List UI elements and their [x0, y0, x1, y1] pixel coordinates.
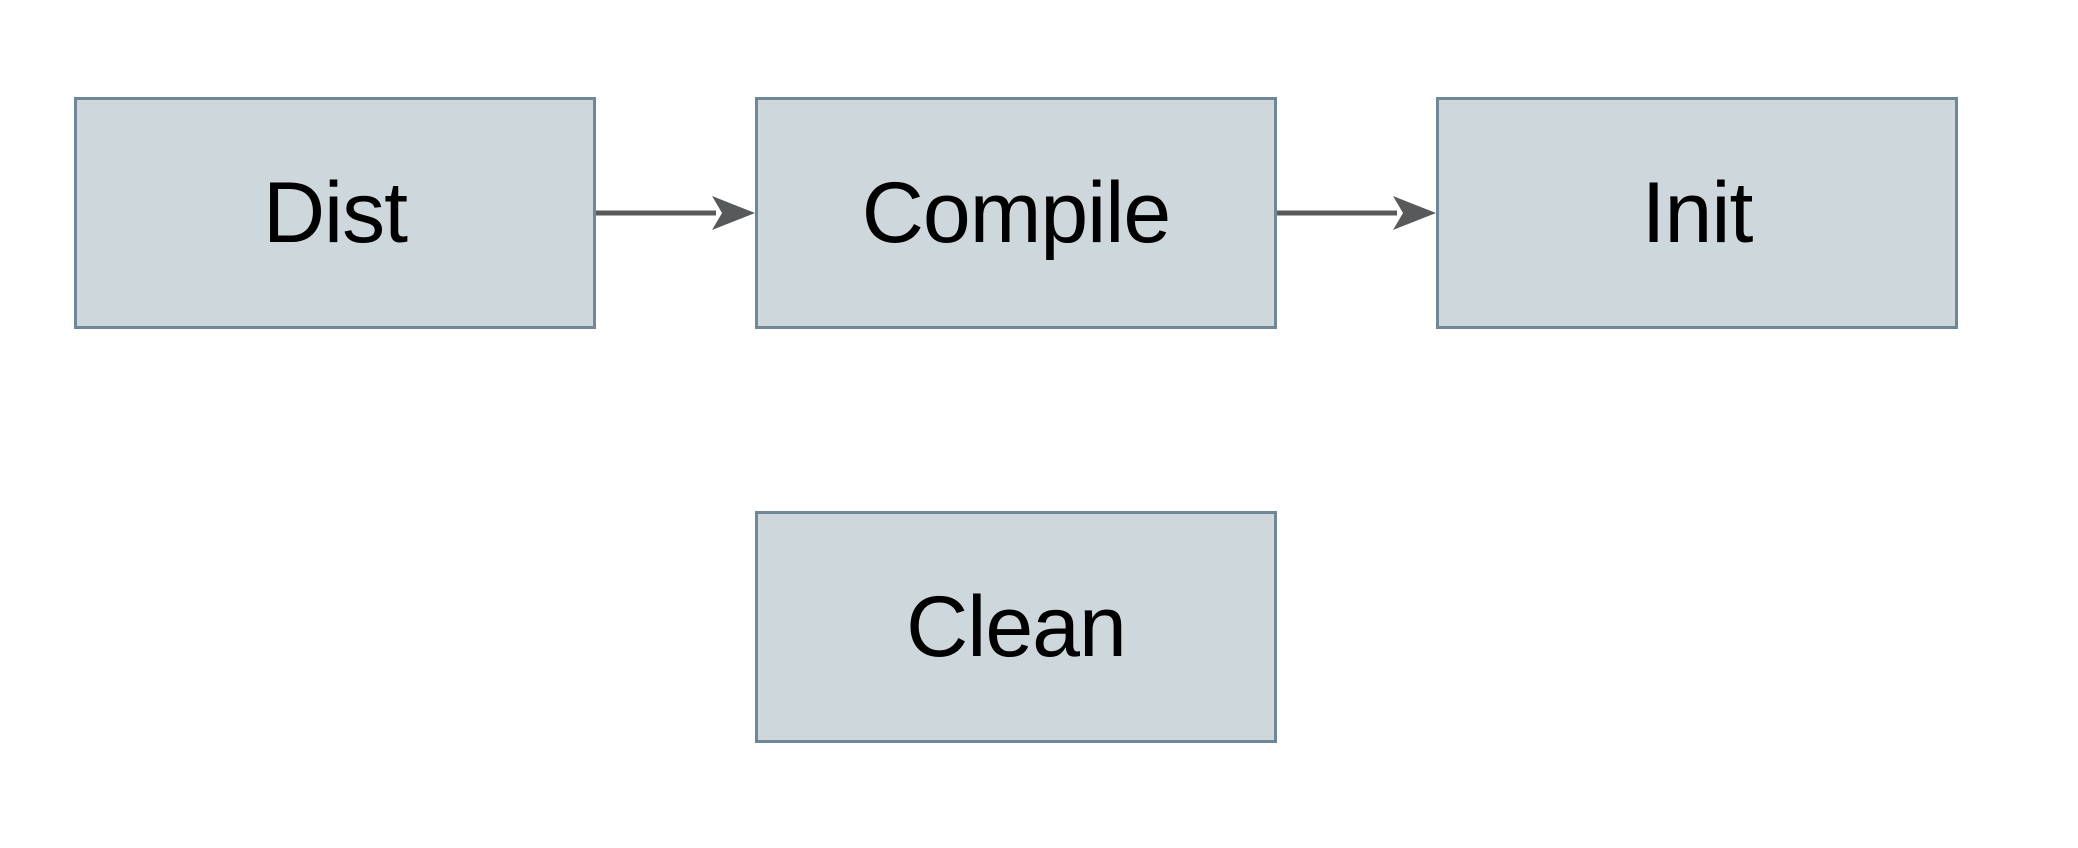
edge-dist-to-compile[interactable]	[596, 183, 755, 243]
node-dist[interactable]: Dist	[74, 97, 596, 329]
node-clean[interactable]: Clean	[755, 511, 1277, 743]
arrowhead-icon	[1393, 196, 1436, 230]
node-label-init: Init	[1641, 165, 1754, 261]
arrowhead-icon	[712, 196, 755, 230]
node-compile[interactable]: Compile	[755, 97, 1277, 329]
node-init[interactable]: Init	[1436, 97, 1958, 329]
node-label-compile: Compile	[861, 165, 1171, 261]
edge-compile-to-init[interactable]	[1277, 183, 1436, 243]
node-label-clean: Clean	[906, 579, 1127, 675]
node-label-dist: Dist	[262, 165, 408, 261]
